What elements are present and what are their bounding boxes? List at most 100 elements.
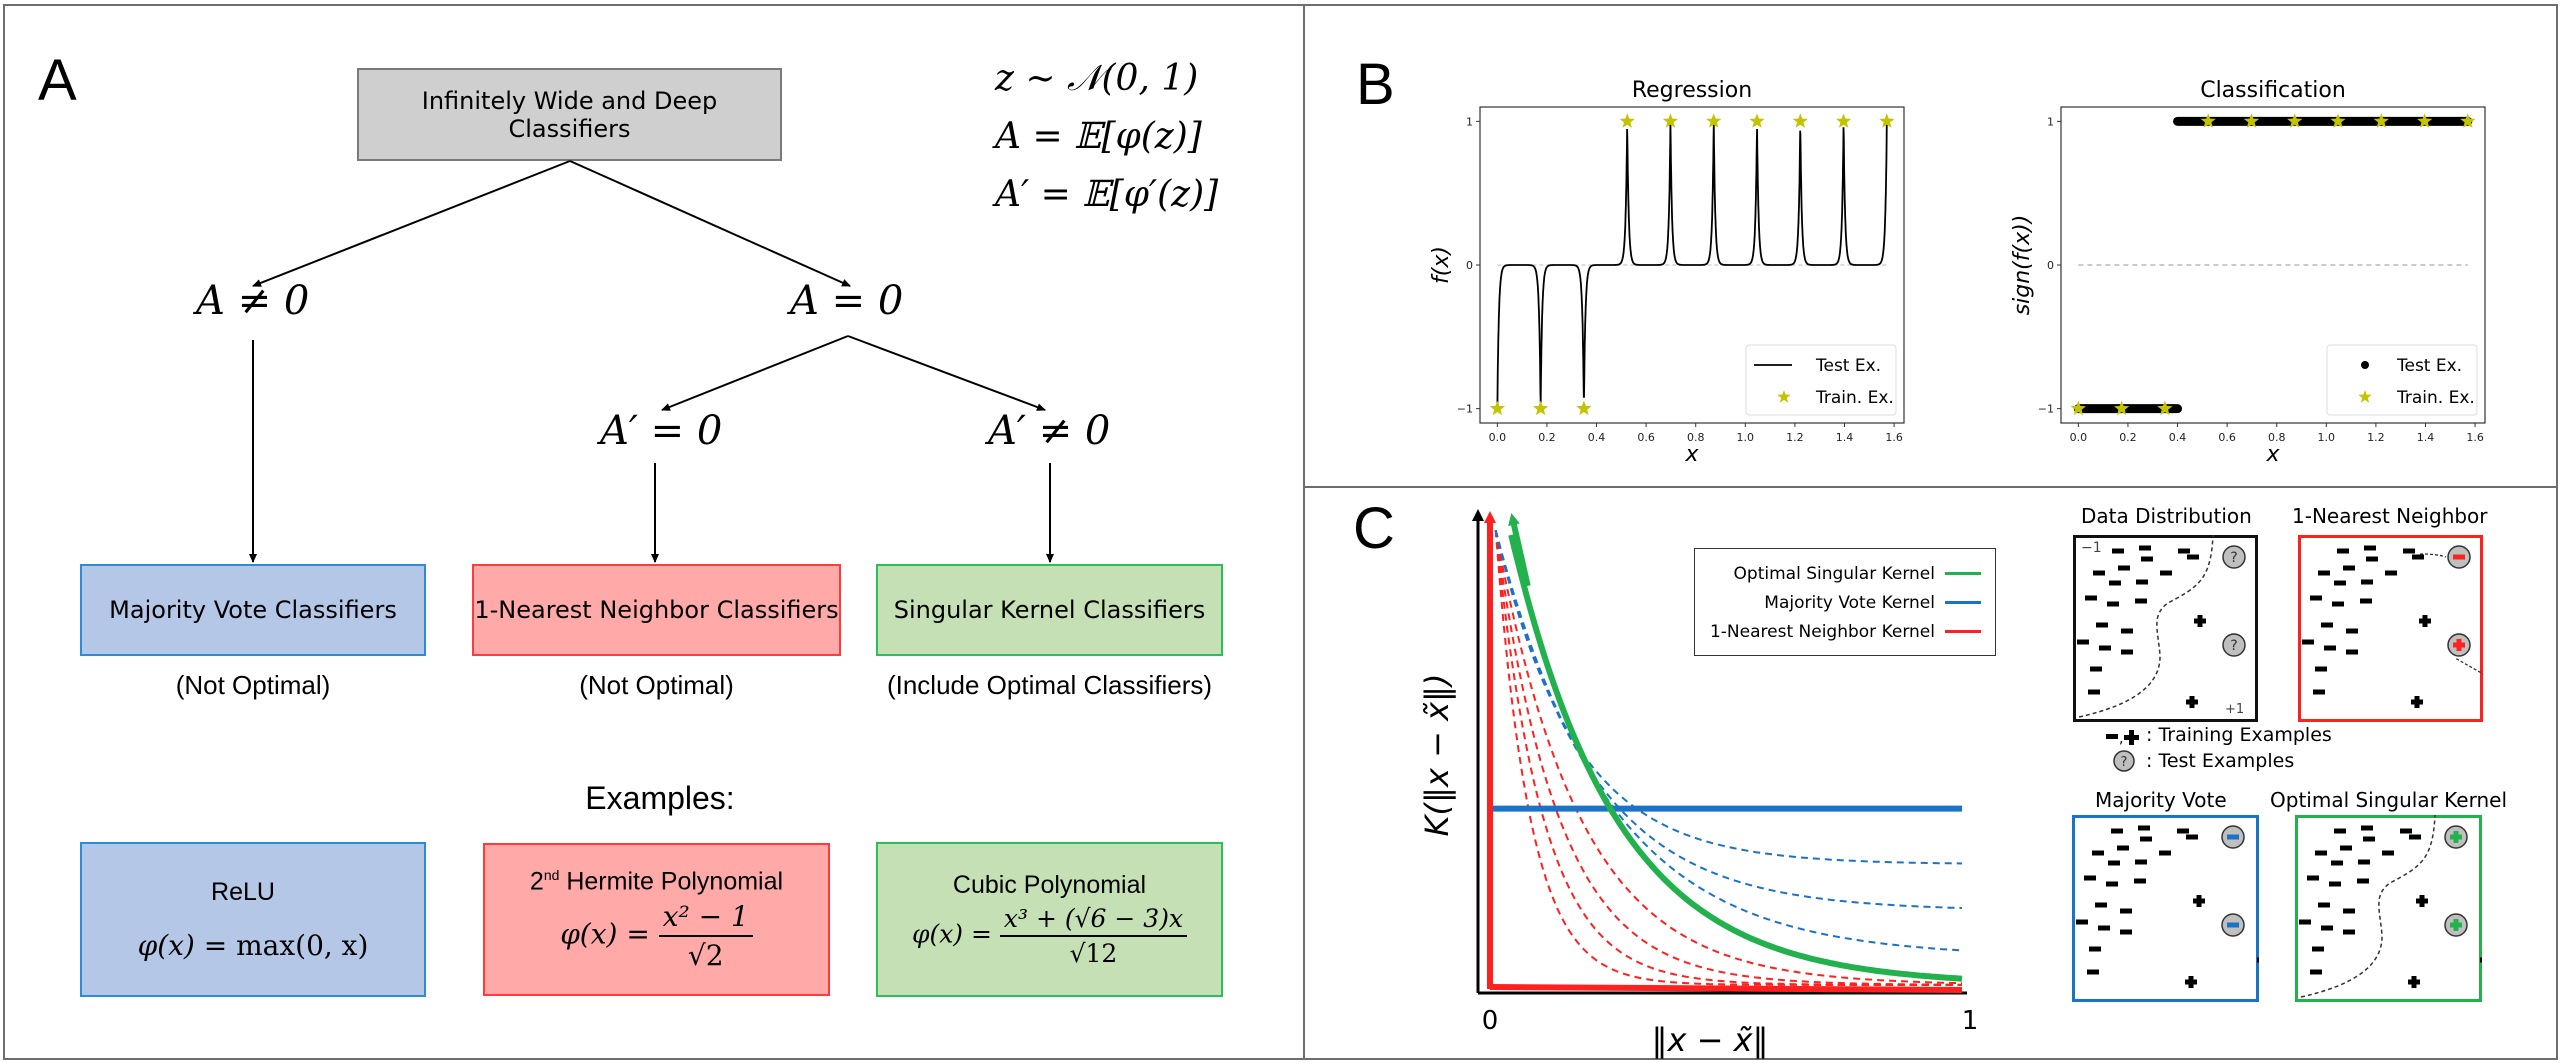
test-example (2222, 633, 2246, 657)
nearest-neighbor-note: (Not Optimal) (579, 670, 734, 700)
svg-text:,: , (2119, 731, 2123, 747)
train-ex-star (2157, 400, 2173, 416)
train-ex-star (1619, 113, 1635, 128)
tree-edges (249, 160, 1054, 563)
key-test-label: : Test Examples (2146, 750, 2295, 772)
training-minus (2111, 828, 2123, 834)
nearest-neighbor-label: 1-Nearest Neighbor Classifiers (474, 596, 839, 624)
x-tick-label: 1.2 (2367, 431, 2385, 444)
train-ex-star (1749, 113, 1765, 128)
predicted-minus (2453, 554, 2465, 560)
scatter-frame (2298, 535, 2483, 722)
training-minus (2089, 946, 2101, 952)
key-minus-icon (2106, 734, 2118, 739)
training-minus (2109, 580, 2121, 586)
singular-kernel-note: (Include Optimal Classifiers) (886, 670, 1213, 700)
x-axis-label: x (2265, 442, 2280, 467)
definition-a: A = 𝔼[φ(z)] (995, 116, 1202, 157)
training-minus (2187, 554, 2199, 560)
x-tick-label: 0.0 (2070, 431, 2088, 444)
training-minus (2324, 645, 2336, 651)
svg-text:?: ? (2121, 755, 2128, 770)
training-minus (2177, 828, 2189, 834)
training-plus (2257, 957, 2259, 963)
training-minus (2400, 828, 2412, 834)
training-minus (2321, 622, 2333, 628)
training-minus (2117, 845, 2129, 851)
training-minus (2403, 548, 2415, 554)
training-plus (2411, 696, 2423, 708)
legend-test-label: Test Ex. (1815, 356, 1881, 376)
singular-kernel-box: Singular Kernel Classifiers (876, 564, 1223, 656)
training-minus (2343, 565, 2355, 571)
training-minus (2321, 925, 2333, 931)
example-cubic-formula: φ(x) = x³ + (√6 − 3)x√12 (912, 904, 1188, 968)
y-tick-label: 0 (2047, 259, 2054, 272)
definitions: z ~ 𝒩(0, 1) A = 𝔼[φ(z)] A′ = 𝔼[φ′(z)] (995, 58, 1218, 232)
train-ex-star (1662, 113, 1679, 128)
x-tick-label: 0.8 (2268, 431, 2286, 444)
region-label-minus: −1 (2081, 540, 2102, 556)
training-plus (2193, 895, 2205, 907)
training-minus (2076, 919, 2088, 925)
x-tick-label: 0.2 (1538, 431, 1556, 444)
training-minus (2093, 570, 2105, 576)
training-plus (2419, 615, 2431, 627)
nearest-neighbor-box: 1-Nearest Neighbor Classifiers (472, 564, 841, 656)
training-minus (2360, 598, 2372, 604)
training-minus (2332, 601, 2344, 607)
root-label: Infinitely Wide and Deep Classifiers (421, 86, 718, 143)
training-minus (2346, 649, 2358, 655)
legend-train-label: Train. Ex. (1815, 388, 1894, 408)
node-a-prime-zero: A′ = 0 (600, 408, 723, 454)
kernel-legend: Optimal Singular Kernel Majority Vote Ke… (1694, 548, 1996, 656)
training-minus (2178, 548, 2190, 554)
training-minus (2310, 969, 2322, 975)
region-label-plus: +1 (2225, 702, 2244, 717)
training-minus (2313, 689, 2325, 695)
train-ex-star (1879, 113, 1895, 128)
training-minus (2108, 860, 2120, 866)
legend-item-1nn: 1-Nearest Neighbor Kernel (1695, 617, 1995, 646)
training-minus (2331, 860, 2343, 866)
test-unknown: ? (2230, 638, 2237, 654)
train-ex-star (2330, 113, 2346, 128)
root-box: Infinitely Wide and Deep Classifiers (357, 68, 782, 161)
train-ex-star (2243, 113, 2260, 128)
x-tick-label: 1.4 (2417, 431, 2435, 444)
test-ex-line (1496, 121, 1888, 409)
nn-link (2454, 657, 2483, 675)
divider-vertical (1303, 4, 1305, 1060)
training-minus (2085, 595, 2097, 601)
predicted-plus (2450, 831, 2462, 843)
train-ex-star (1489, 400, 1505, 416)
x-tick-label: 0.6 (2218, 431, 2236, 444)
panel-a-label: A (38, 48, 77, 113)
examples-heading: Examples: (585, 780, 735, 816)
y-tick-label: 1 (1466, 115, 1473, 128)
majority-vote-label: Majority Vote Classifiers (109, 596, 397, 624)
training-minus (2302, 639, 2314, 645)
x-tick-label: 1.4 (1836, 431, 1854, 444)
x-tick-label: 1.0 (2318, 431, 2336, 444)
y-axis-label: K(‖x − x̃‖) (1418, 674, 1456, 837)
scatter-frame (2073, 535, 2258, 722)
x-axis-label: ‖x − x̃‖ (1651, 1021, 1768, 1059)
training-minus (2357, 878, 2369, 884)
chart-title: Regression (1632, 78, 1752, 103)
majority-vote-note: (Not Optimal) (175, 670, 331, 700)
train-ex-star (1706, 113, 1722, 128)
training-minus (2140, 836, 2152, 842)
training-minus (2138, 825, 2150, 831)
decision-boundary (2300, 815, 2436, 998)
scatter-frame (2072, 815, 2259, 1002)
nn-approach-curve (1494, 530, 1963, 985)
x-tick-label: 0.4 (1588, 431, 1606, 444)
test-example (2222, 545, 2246, 569)
training-minus (2315, 666, 2327, 672)
legend-train-label: Train. Ex. (2396, 388, 2475, 408)
node-a-zero: A = 0 (790, 278, 904, 324)
x-tick-label: 0 (1482, 1006, 1499, 1036)
